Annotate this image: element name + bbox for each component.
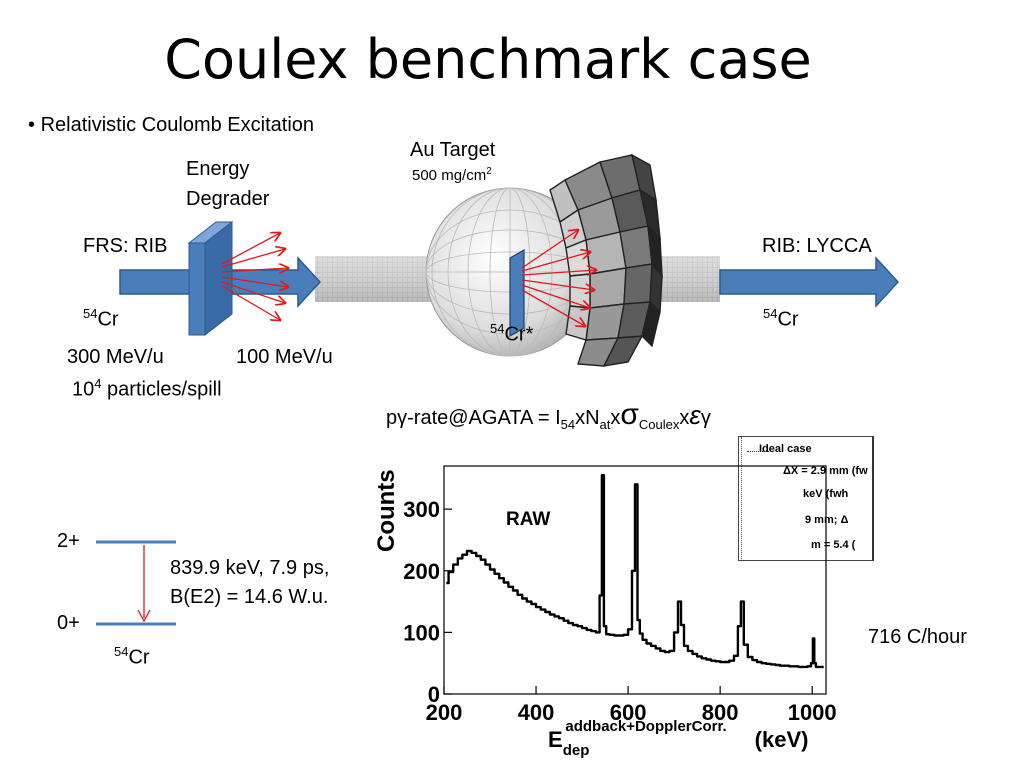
slide-title: Coulex benchmark case bbox=[164, 28, 812, 91]
coincidence-rate: 716 C/hour bbox=[868, 626, 967, 648]
au-target-foil bbox=[509, 248, 525, 338]
y-tick-label: 200 bbox=[403, 559, 440, 584]
energy-out-label: 100 MeV/u bbox=[236, 346, 333, 368]
outgoing-beam-arrow bbox=[719, 256, 900, 308]
gamma-rays bbox=[521, 230, 596, 326]
series-label: RAW bbox=[506, 509, 550, 530]
level-lower-label: 0+ bbox=[57, 612, 80, 634]
x-axis-label: Edepaddback+DopplerCorr.(keV) bbox=[548, 718, 808, 759]
level-upper-label: 2+ bbox=[57, 530, 80, 552]
level-scheme bbox=[96, 540, 176, 626]
bullet-marker: • bbox=[28, 114, 36, 136]
level-isotope-label: 54Cr bbox=[114, 644, 150, 669]
bullet-item: • Relativistic Coulomb Excitation bbox=[28, 114, 314, 137]
y-axis-label: Counts bbox=[373, 469, 400, 552]
target-label: Au Target bbox=[410, 139, 496, 161]
energy-degrader bbox=[187, 220, 234, 337]
x-tick-label: 1000 bbox=[788, 700, 837, 725]
epsilon-symbol: ε bbox=[689, 400, 701, 430]
y-tick-label: 0 bbox=[428, 682, 440, 707]
degrader-label: Energy Degrader bbox=[186, 158, 270, 210]
y-tick-label: 100 bbox=[403, 620, 440, 645]
x-tick-label: 400 bbox=[518, 700, 555, 725]
plot-frame bbox=[443, 465, 827, 695]
isotope-label-excited: 54Cr* bbox=[490, 321, 534, 346]
x-tick-label: 800 bbox=[702, 700, 739, 725]
x-tick-label: 600 bbox=[610, 700, 647, 725]
degrader-scatter-rays bbox=[221, 233, 288, 320]
target-thickness: 500 mg/cm2 bbox=[412, 166, 492, 184]
y-tick-label: 300 bbox=[403, 497, 440, 522]
energy-in-label: 300 MeV/u bbox=[67, 346, 164, 368]
rib-lycca-label: RIB: LYCCA bbox=[762, 235, 872, 257]
spill-rate-label: 104 particles/spill bbox=[72, 376, 222, 401]
rate-formula: pγ-rate@AGATA = I54xNatxσCoulexxεγ bbox=[386, 398, 711, 433]
transition-info: 839.9 keV, 7.9 ps, B(E2) = 14.6 W.u. bbox=[170, 557, 330, 608]
frs-rib-label: FRS: RIB bbox=[83, 235, 168, 257]
sigma-symbol: σ bbox=[620, 398, 639, 431]
isotope-label-out: 54Cr bbox=[763, 306, 799, 331]
bullet-text: Relativistic Coulomb Excitation bbox=[40, 114, 315, 136]
x-tick-label: 200 bbox=[426, 700, 463, 725]
legend-inset: Ideal case ΔX = 2.9 mm (fw keV (fwh 9 mm… bbox=[738, 436, 874, 561]
agata-detector-array bbox=[549, 153, 663, 367]
isotope-label-in: 54Cr bbox=[83, 306, 119, 331]
spectrum-series-raw bbox=[446, 474, 824, 669]
